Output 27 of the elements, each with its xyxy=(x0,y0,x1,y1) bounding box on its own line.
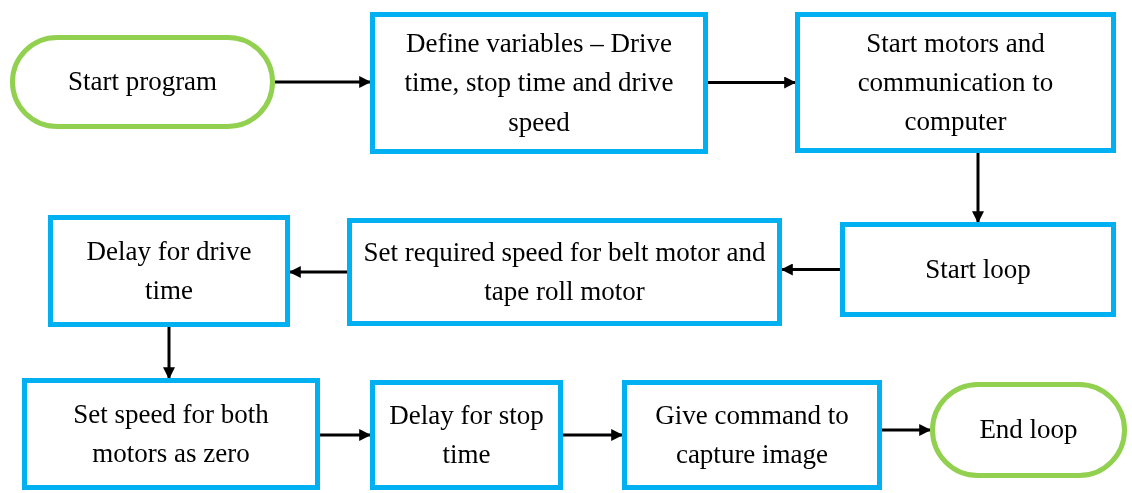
step-label: Set required speed for belt motor and tape roll motor xyxy=(362,235,767,308)
step-label: Set speed for both motors as zero xyxy=(72,397,270,470)
process-box xyxy=(48,215,290,327)
step-label: Delay for stop time xyxy=(388,398,545,471)
step-label: Start program xyxy=(67,65,218,99)
process-box xyxy=(370,380,563,490)
arrow xyxy=(288,266,347,278)
arrow xyxy=(163,327,175,380)
step-label: Start motors and communication to computer xyxy=(856,26,1055,139)
arrow xyxy=(708,76,797,89)
step-label: Start loop xyxy=(925,252,1031,286)
arrow xyxy=(275,76,372,88)
step-label: Delay for drive time xyxy=(85,234,253,307)
process-box xyxy=(840,222,1116,317)
step-label: End loop xyxy=(979,413,1078,447)
arrow xyxy=(563,429,624,441)
process-box xyxy=(22,378,320,490)
arrow xyxy=(780,263,840,276)
step-label: Give command to capture image xyxy=(654,398,850,471)
arrow xyxy=(972,153,984,224)
process-box xyxy=(622,380,882,490)
arrow xyxy=(882,424,932,436)
process-box xyxy=(370,12,708,154)
process-box xyxy=(795,12,1116,153)
step-label: Define variables – Drive time, stop time and drive speed xyxy=(403,27,675,139)
process-box xyxy=(347,218,782,326)
arrow xyxy=(320,429,372,441)
